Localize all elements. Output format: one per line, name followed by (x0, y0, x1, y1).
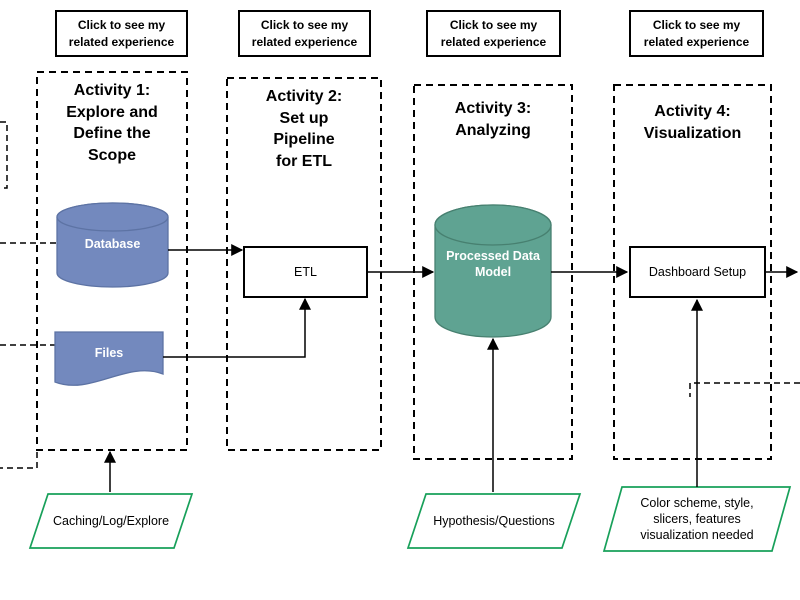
dashboard-setup-node: Dashboard Setup (629, 246, 766, 298)
etl-node: ETL (243, 246, 368, 298)
processed-data-cylinder-body (434, 204, 552, 338)
dashed-fragment-bottom-right (689, 382, 800, 397)
database-label: Database (84, 237, 141, 252)
input-caching-label: Caching/Log/Explore (52, 513, 170, 528)
input-hypothesis-label: Hypothesis/Questions (433, 513, 555, 528)
experience-link-2[interactable]: Click to see my related experience (238, 10, 371, 57)
experience-link-4[interactable]: Click to see my related experience (629, 10, 764, 57)
experience-link-1[interactable]: Click to see my related experience (55, 10, 188, 57)
arrow-files-to-etl (163, 297, 311, 358)
files-label: Files (94, 346, 124, 361)
activity-4-title: Activity 4: Visualization (643, 103, 742, 142)
input-hypothesis-shape (406, 493, 582, 549)
activity-2-title: Activity 2: Set up Pipeline for ETL (265, 88, 343, 170)
input-caching-shape (28, 493, 194, 549)
files-shape (54, 331, 164, 386)
processed-data-model-label: Processed Data Model (446, 248, 540, 279)
processed-data-cylinder (434, 204, 552, 338)
input-colorscheme-shape (602, 486, 792, 552)
activity-3-title: Activity 3: Analyzing (454, 100, 532, 139)
activity-1-title: Activity 1: Explore and Define the Scope (66, 82, 158, 164)
database-cylinder-body (56, 202, 169, 288)
database-cylinder (56, 202, 169, 288)
experience-link-3[interactable]: Click to see my related experience (426, 10, 561, 57)
dashed-fragment-bottom-left (0, 452, 38, 469)
input-colorscheme-label: Color scheme, style, slicers, features v… (640, 495, 754, 543)
dashed-fragment-left-box (0, 121, 8, 189)
processed-data-cylinder-top (434, 204, 552, 246)
database-cylinder-top (56, 202, 169, 232)
